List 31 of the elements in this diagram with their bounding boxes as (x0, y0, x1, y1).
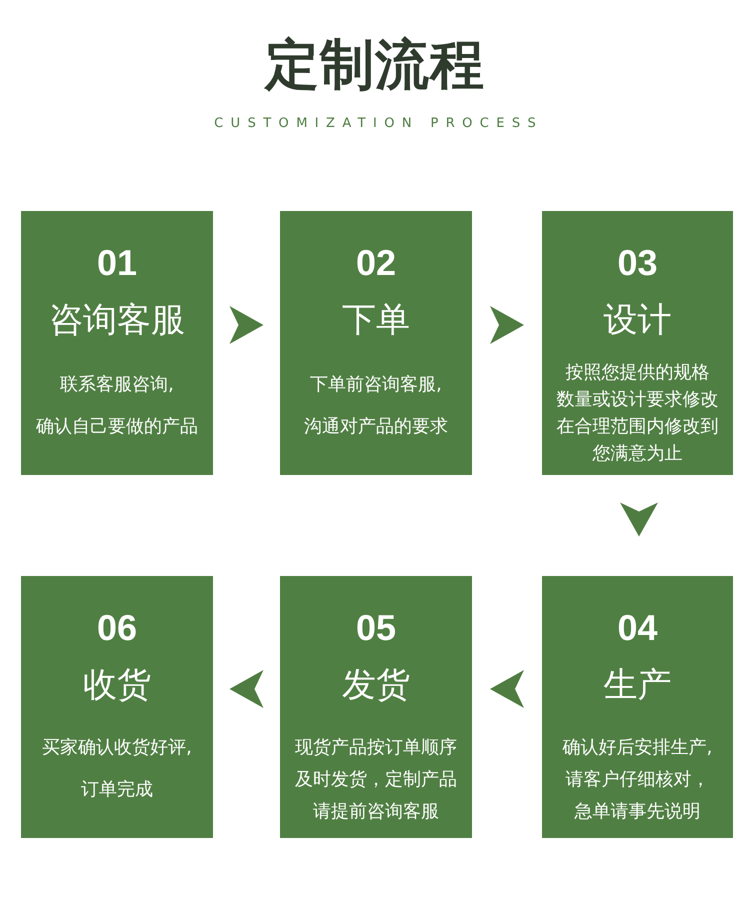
step-description: 买家确认收货好评,订单完成 (42, 736, 192, 802)
step-card (21, 576, 213, 838)
chevron-arrow (230, 670, 264, 708)
step-description: 下单前咨询客服,沟通对产品的要求 (304, 373, 448, 439)
step-card (280, 576, 472, 838)
chevron-arrow (490, 670, 524, 708)
step-card (542, 576, 733, 838)
chevron-arrow (490, 306, 524, 344)
step-card (542, 211, 733, 475)
step-description: 现货产品按订单顺序及时发货，定制产品请提前咨询客服 (295, 736, 457, 824)
step-description: 联系客服咨询,确认自己要做的产品 (36, 373, 198, 439)
step-title: 咨询客服 (49, 303, 185, 337)
subtitle: CUSTOMIZATION PROCESS (213, 117, 544, 130)
step-title: 下单 (342, 303, 410, 337)
step-number: 01 (96, 245, 138, 281)
step-description: 确认好后安排生产,请客户仔细核对，急单请事先说明 (562, 736, 712, 824)
step-number: 04 (617, 610, 658, 646)
step-description: 按照您提供的规格数量或设计要求修改在合理范围内修改到您满意为止 (556, 361, 718, 466)
step-card (280, 211, 472, 475)
step-title: 发货 (342, 668, 410, 702)
step-title: 收货 (83, 668, 151, 702)
chevron-arrow (230, 306, 264, 344)
diagram-title: 定制流程 (265, 38, 485, 92)
step-title: 生产 (604, 668, 672, 702)
step-number: 03 (617, 245, 658, 281)
step-number: 05 (356, 610, 396, 646)
step-number: 02 (356, 245, 396, 281)
step-title: 设计 (604, 303, 672, 337)
step-card (21, 211, 213, 475)
chevron-arrow (620, 502, 658, 536)
step-number: 06 (96, 610, 138, 646)
